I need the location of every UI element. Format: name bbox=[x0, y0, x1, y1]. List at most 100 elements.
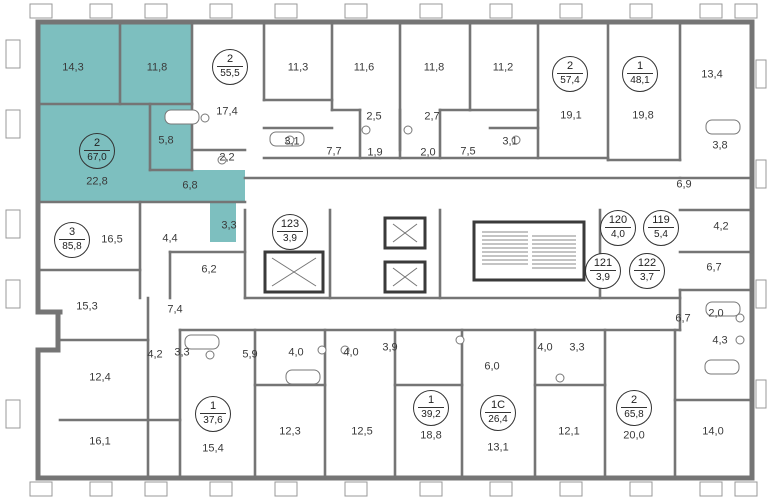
bathtub bbox=[705, 119, 741, 135]
bathtub bbox=[705, 301, 741, 317]
room-area-label: 6,2 bbox=[201, 263, 217, 276]
elevator-cross bbox=[392, 267, 418, 287]
room-area-label: 5,9 bbox=[242, 348, 258, 361]
room-area-label: 2,7 bbox=[424, 110, 440, 123]
room-area-label: 3,1 bbox=[502, 135, 518, 148]
room-area-label: 11,3 bbox=[287, 61, 309, 74]
room-area-label: 15,4 bbox=[202, 442, 224, 455]
window bbox=[734, 481, 758, 497]
window bbox=[755, 279, 767, 309]
window bbox=[699, 3, 723, 19]
room-area-label: 4,0 bbox=[537, 341, 553, 354]
window bbox=[629, 3, 653, 19]
window bbox=[559, 481, 583, 497]
window bbox=[209, 3, 233, 19]
window bbox=[734, 3, 758, 19]
room-area-label: 4,4 bbox=[162, 232, 178, 245]
window bbox=[29, 481, 53, 497]
bathtub bbox=[164, 109, 200, 125]
room-area-label: 18,8 bbox=[420, 429, 442, 442]
room-area-label: 12,5 bbox=[351, 425, 373, 438]
sink bbox=[205, 350, 215, 360]
room-area-label: 6,7 bbox=[675, 312, 691, 325]
room-area-label: 22,8 bbox=[86, 175, 108, 188]
room-area-label: 1,9 bbox=[367, 146, 383, 159]
window bbox=[489, 3, 513, 19]
room-area-label: 11,8 bbox=[146, 61, 168, 74]
stairwell bbox=[472, 220, 586, 282]
room-area-label: 3,1 bbox=[284, 135, 300, 148]
room-area-label: 4,2 bbox=[147, 348, 163, 361]
room-area-label: 12,4 bbox=[89, 371, 111, 384]
window bbox=[755, 59, 767, 89]
window bbox=[344, 481, 368, 497]
window bbox=[29, 3, 53, 19]
bathroom-fixtures bbox=[164, 109, 745, 385]
room-area-label: 2,0 bbox=[420, 146, 436, 159]
sink bbox=[317, 345, 327, 355]
room-area-label: 3,3 bbox=[174, 346, 190, 359]
window bbox=[559, 3, 583, 19]
room-area-label: 6,9 bbox=[676, 178, 692, 191]
sink bbox=[361, 125, 371, 135]
selected-apartment-fill[interactable] bbox=[40, 24, 245, 242]
sink bbox=[340, 345, 350, 355]
room-area-label: 6,7 bbox=[706, 261, 722, 274]
window bbox=[274, 3, 298, 19]
window bbox=[5, 109, 21, 139]
inner-walls bbox=[38, 22, 754, 480]
window bbox=[274, 481, 298, 497]
window bbox=[344, 3, 368, 19]
room-area-label: 4,2 bbox=[713, 220, 729, 233]
elevator-cross bbox=[271, 257, 317, 287]
window bbox=[89, 3, 113, 19]
room-area-label: 11,8 bbox=[423, 61, 445, 74]
room-area-label: 19,8 bbox=[632, 109, 654, 122]
elevator-shaft bbox=[383, 216, 427, 250]
room-area-label: 11,6 bbox=[353, 61, 375, 74]
window bbox=[419, 481, 443, 497]
sink bbox=[735, 335, 745, 345]
window bbox=[755, 379, 767, 409]
room-area-label: 4,3 bbox=[712, 334, 728, 347]
room-area-label: 14,0 bbox=[702, 425, 724, 438]
selected-apartment-area[interactable] bbox=[40, 24, 245, 242]
room-area-label: 3,3 bbox=[569, 341, 585, 354]
room-area-label: 19,1 bbox=[560, 109, 582, 122]
room-area-label: 7,4 bbox=[167, 303, 183, 316]
room-area-label: 13,1 bbox=[487, 441, 509, 454]
room-area-label: 3,8 bbox=[712, 139, 728, 152]
room-area-label: 14,3 bbox=[62, 61, 84, 74]
room-area-label: 15,3 bbox=[76, 300, 98, 313]
room-area-label: 4,0 bbox=[288, 346, 304, 359]
window bbox=[5, 399, 21, 429]
room-area-label: 2,2 bbox=[219, 151, 235, 164]
room-area-label: 17,4 bbox=[216, 105, 238, 118]
elevator-shaft bbox=[383, 260, 427, 294]
room-area-label: 7,5 bbox=[460, 145, 476, 158]
room-area-label: 2,5 bbox=[366, 110, 382, 123]
bathtub bbox=[285, 369, 321, 385]
bathtub bbox=[704, 359, 740, 375]
room-area-label: 6,8 bbox=[182, 179, 198, 192]
window bbox=[89, 481, 113, 497]
room-area-label: 13,4 bbox=[701, 68, 723, 81]
room-area-label: 12,3 bbox=[279, 425, 301, 438]
room-area-label: 11,2 bbox=[492, 61, 514, 74]
sink bbox=[455, 335, 465, 345]
